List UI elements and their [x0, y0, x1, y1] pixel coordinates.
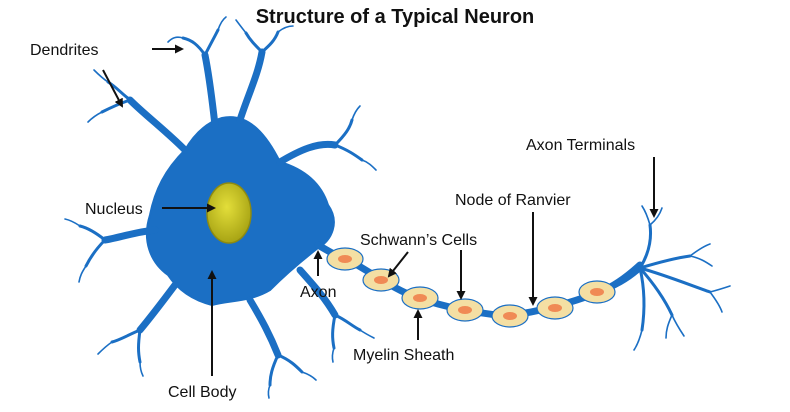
schwann-cells-arrow: [387, 251, 409, 278]
schwann-cell-segment: [578, 280, 616, 304]
label-dendrites: Dendrites: [30, 42, 98, 59]
label-axon-terminals: Axon Terminals: [526, 137, 635, 154]
label-myelin-sheath: Myelin Sheath: [353, 347, 454, 364]
axon-terminals-shape: [612, 205, 731, 351]
label-axon: Axon: [300, 284, 336, 301]
nucleus-shape: [206, 182, 252, 244]
dendrites-arrow-down: [102, 69, 123, 108]
diagram-title: Structure of a Typical Neuron: [255, 6, 535, 28]
labels: Dendrites Nucleus Cell Body Axon Schwann…: [30, 42, 635, 401]
label-schwann-cells: Schwann’s Cells: [360, 232, 477, 249]
schwann-cell-segment: [326, 247, 364, 271]
label-nucleus: Nucleus: [85, 201, 143, 218]
schwann-cell-segment: [401, 286, 439, 310]
label-cell-body: Cell Body: [168, 384, 236, 401]
myelin-sheath-segments: [326, 247, 616, 328]
label-node-of-ranvier: Node of Ranvier: [455, 192, 571, 209]
label-arrows: [102, 44, 659, 376]
schwann-cell-segment: [536, 296, 574, 320]
schwann-cell-segment: [362, 268, 400, 292]
schwann-cell-segment: [446, 298, 484, 322]
schwann-cell-segment: [491, 304, 529, 328]
